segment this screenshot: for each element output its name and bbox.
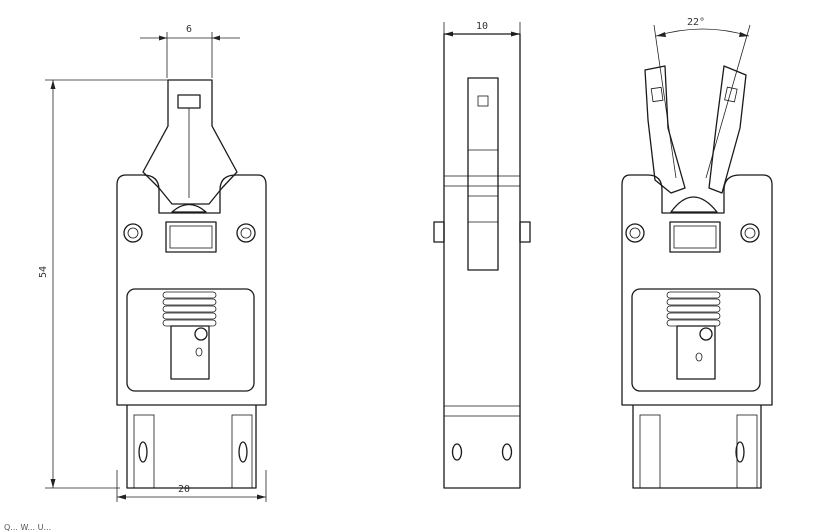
front-view: 6 54 20 <box>38 24 267 502</box>
dim-overall-height-label: 54 <box>38 266 49 278</box>
dim-tip-width: 6 <box>140 24 240 78</box>
dim-tip-width-label: 6 <box>186 24 192 35</box>
dim-open-angle-label: 22° <box>687 17 705 28</box>
side-view: 10 <box>433 21 531 489</box>
dim-overall-height: 54 <box>38 79 168 489</box>
dim-side-thickness: 10 <box>443 21 521 60</box>
dim-body-width-label: 20 <box>178 484 190 495</box>
dim-side-thickness-label: 10 <box>476 21 488 32</box>
open-view: 22° <box>621 17 773 489</box>
footer-note: Q... W... U... <box>4 523 51 532</box>
dim-body-width: 20 <box>116 470 267 502</box>
